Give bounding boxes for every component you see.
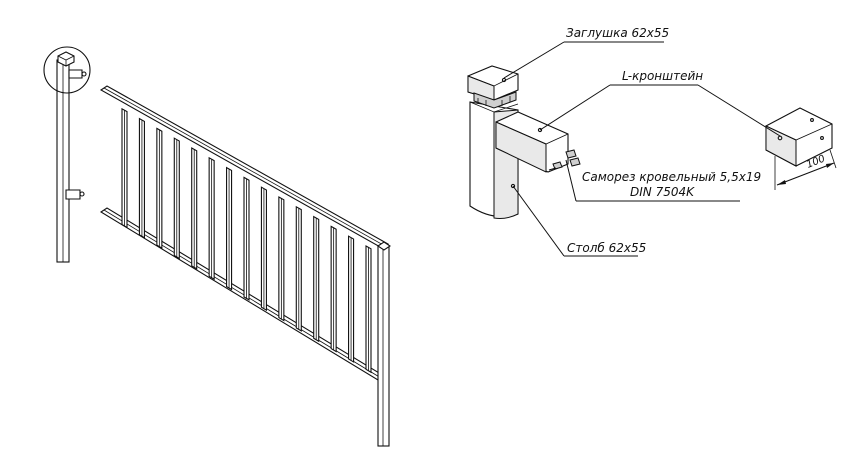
label-screw-line1: Саморез кровельный 5,5х19	[582, 170, 761, 184]
callouts: Заглушка 62х55 L-кронштейн Саморез крове…	[503, 26, 781, 257]
fence-section	[99, 85, 391, 447]
lower-bracket	[65, 189, 85, 200]
label-cap: Заглушка 62х55	[566, 26, 669, 40]
post-assembly	[467, 65, 581, 219]
label-screw-line2: DIN 7504K	[630, 185, 695, 199]
label-post: Столб 62х55	[567, 241, 646, 255]
bracket-detail: 100	[765, 107, 837, 190]
detail-circle	[43, 46, 91, 94]
label-bracket: L-кронштейн	[622, 69, 703, 83]
roofing-screws	[548, 149, 581, 171]
post-cap	[467, 65, 519, 109]
l-bracket	[495, 111, 569, 173]
pickets	[121, 107, 372, 374]
left-post	[56, 59, 70, 263]
